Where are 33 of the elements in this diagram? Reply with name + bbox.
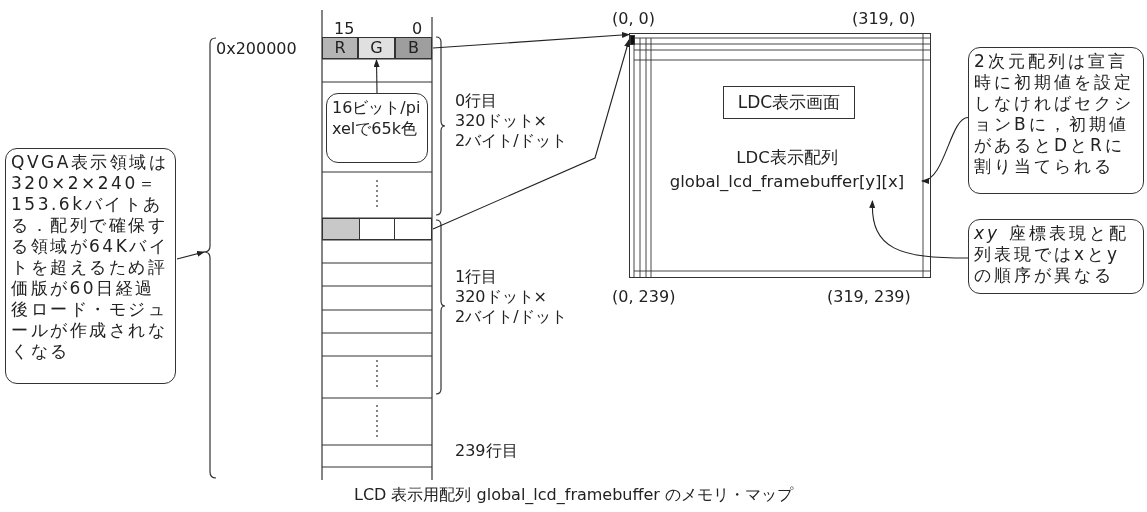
bit-cell: G [358, 37, 395, 59]
memory-column [204, 10, 432, 480]
coordinate-label: (319, 0) [852, 10, 916, 28]
row-label: 2バイト/ドット [455, 132, 567, 150]
arrow [921, 117, 969, 183]
coordinate-label: (319, 239) [827, 288, 911, 306]
bit-number: 15 [334, 20, 355, 38]
arrow [373, 59, 380, 94]
screen-title-box: LDC表示画面 [723, 86, 855, 119]
pixel-row [322, 218, 432, 240]
coordinate-label: (0, 239) [612, 288, 676, 306]
row-label: 320ドット× [455, 288, 547, 306]
coordinate-label: (0, 0) [612, 10, 655, 28]
row-label: 239行目 [455, 442, 518, 460]
arrow [432, 32, 630, 49]
row-label: 320ドット× [455, 112, 547, 130]
bit-number: 0 [412, 20, 423, 38]
callout-box: 16ビット/pixelで65k色 [326, 93, 428, 163]
callout-box: 2次元配列は宣言時に初期値を設定しなければセクションBに，初期値があるとDとRに割り当てられる [968, 47, 1144, 194]
array-name-text: LDC表示配列 global_lcd_framebuffer[y][x] [656, 146, 918, 196]
pixel-marker [630, 35, 635, 45]
bit-cell: R [322, 37, 358, 59]
bit-cell: B [395, 37, 432, 59]
arrow [432, 39, 630, 230]
arrow [176, 250, 205, 260]
callout-box: xy 座標表現と配列表現ではxとyの順序が異なる [968, 219, 1144, 294]
row-label: 1行目 [455, 268, 498, 286]
row-label: 2バイト/ドット [455, 308, 567, 326]
callout-box: QVGA表示領域は320×2×240＝153.6kバイトある．配列で確保する領域が64Kバイトを超えるため評価版が60日経過後ロード・モジュールが作成されなくなる [5, 148, 176, 384]
arrow [869, 200, 969, 259]
caption: LCD 表示用配列 global_lcd_framebuffer のメモリ・マップ [352, 486, 795, 504]
row-label: 0行目 [455, 92, 498, 110]
address-label: 0x200000 [216, 40, 297, 58]
